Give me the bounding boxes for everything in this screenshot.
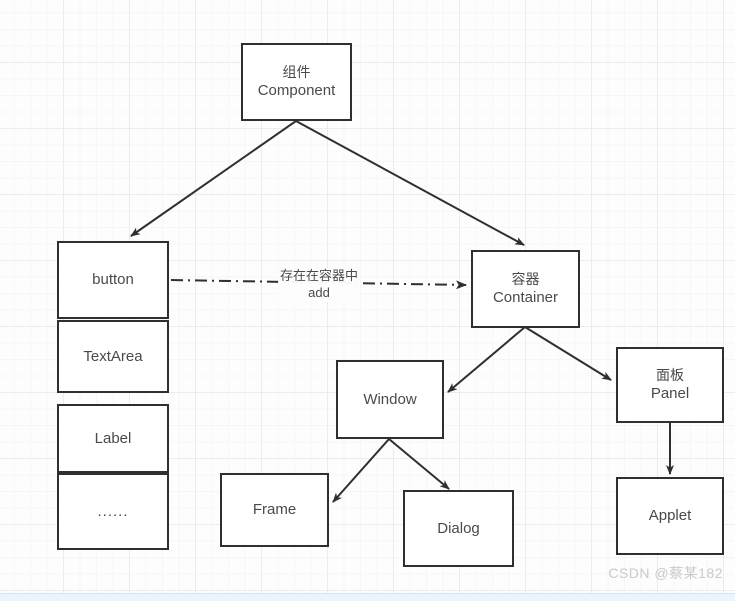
node-textarea-label: TextArea [83, 347, 143, 365]
node-frame-label: Frame [252, 501, 297, 519]
node-panel[interactable]: 面板 Panel [616, 347, 724, 423]
edge-container-to-window [447, 326, 526, 393]
node-frame[interactable]: Frame [220, 473, 329, 547]
edge-label-contains-en: add [308, 284, 330, 300]
node-more[interactable]: ...... [57, 473, 169, 550]
node-dialog[interactable]: Dialog [403, 490, 514, 567]
node-textarea[interactable]: TextArea [57, 320, 169, 393]
node-label[interactable]: Label [57, 404, 169, 473]
node-dialog-label: Dialog [437, 519, 480, 537]
node-component-label-cn: 组件 [282, 63, 311, 80]
node-button-label: button [92, 271, 134, 289]
node-container-label-cn: 容器 [511, 270, 540, 287]
node-component-label-en: Component [257, 82, 336, 100]
node-label-label: Label [94, 429, 132, 447]
edge-component-to-container [295, 120, 525, 246]
edge-label-contains-cn: 存在在容器中 [280, 268, 359, 283]
node-panel-label-en: Panel [650, 385, 690, 403]
node-window[interactable]: Window [336, 360, 444, 439]
node-applet-label: Applet [648, 507, 692, 525]
edge-component-to-button [130, 120, 297, 237]
node-button[interactable]: button [57, 241, 169, 319]
node-container-label-en: Container [492, 289, 559, 307]
edge-label-contains: 存在在容器中 add [278, 268, 361, 302]
edge-window-to-dialog [388, 438, 450, 490]
node-applet[interactable]: Applet [616, 477, 724, 555]
bottom-strip [0, 593, 735, 601]
csdn-watermark: CSDN @蔡某182 [608, 565, 723, 581]
node-window-label: Window [363, 390, 417, 408]
edge-window-to-frame [332, 438, 390, 503]
edge-container-to-panel [524, 326, 612, 381]
node-more-label: ...... [97, 502, 129, 520]
node-panel-label-cn: 面板 [656, 366, 684, 383]
node-component[interactable]: 组件 Component [241, 43, 352, 121]
node-container[interactable]: 容器 Container [471, 250, 580, 328]
